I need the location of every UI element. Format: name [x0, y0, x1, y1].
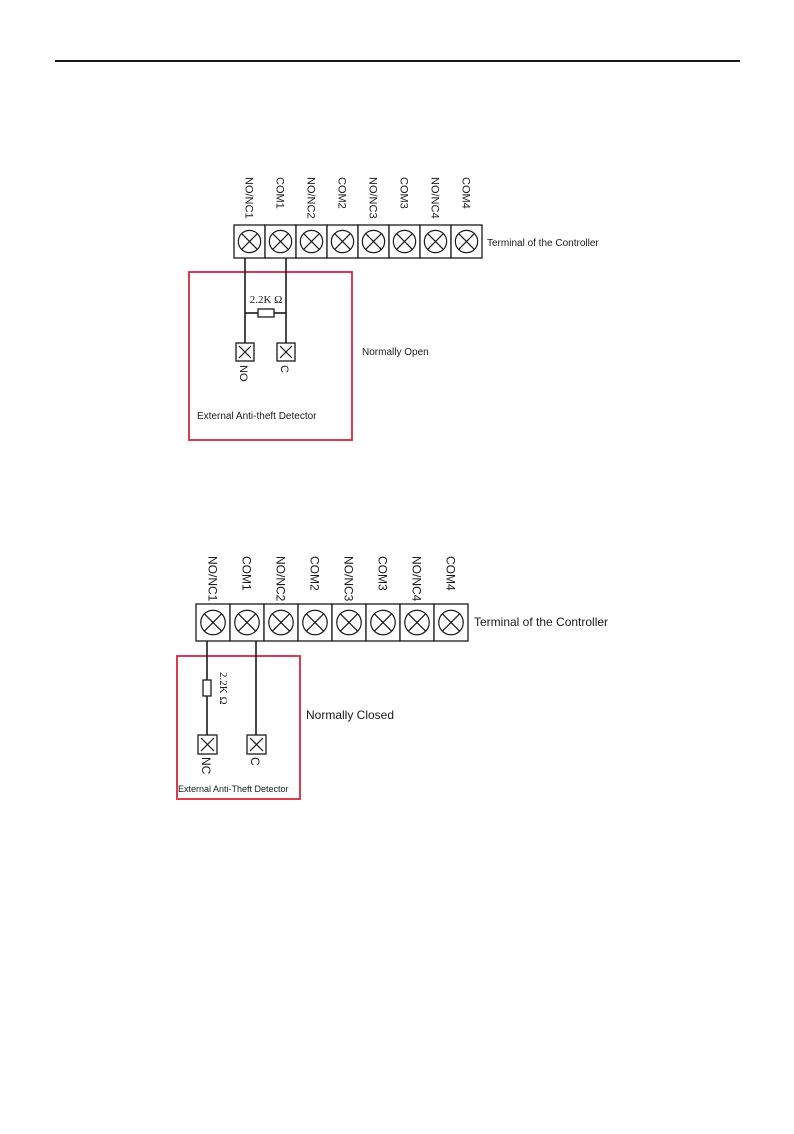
detector-terminal-label-nc: NC: [199, 757, 213, 775]
terminal-label: COM2: [307, 556, 321, 591]
terminal-com2: COM2: [327, 177, 358, 258]
diagram-normally-open: NO/NC1 COM1 NO/NC2 COM2 NO/NC3 COM3 NO/NC4 COM4…: [189, 177, 599, 440]
detector-terminal-c: [247, 735, 266, 754]
terminal-no-nc1: NO/NC1: [234, 177, 265, 258]
mode-label: Normally Closed: [306, 708, 394, 722]
resistor: [258, 309, 274, 317]
detector-terminal-label-c: C: [248, 757, 262, 766]
terminal-label: COM3: [397, 177, 409, 209]
diagram-normally-closed: NO/NC1 COM1 NO/NC2 COM2 NO/NC3 COM3 NO/NC4 COM4…: [177, 556, 608, 799]
terminal-label: NO/NC4: [409, 556, 423, 602]
terminal-no-nc3: NO/NC3: [332, 556, 366, 641]
terminal-no-nc3: NO/NC3: [358, 177, 389, 258]
terminal-no-nc2: NO/NC2: [296, 177, 327, 258]
terminal-label: COM3: [375, 556, 389, 591]
terminal-label: COM4: [459, 177, 471, 209]
detector-terminal-label-c: C: [278, 365, 290, 373]
terminal-label: NO/NC2: [304, 177, 316, 219]
terminal-no-nc2: NO/NC2: [264, 556, 298, 641]
terminal-com3: COM3: [366, 556, 400, 641]
detector-terminal-label-no: NO: [237, 365, 249, 382]
terminal-label: COM1: [239, 556, 253, 591]
resistor-label: 2.2K Ω: [250, 294, 283, 306]
terminal-label: COM1: [273, 177, 285, 209]
detector-label: External Anti-Theft Detector: [178, 784, 289, 794]
terminal-label: NO/NC3: [341, 556, 355, 602]
terminal-no-nc4: NO/NC4: [400, 556, 434, 641]
detector-terminal-c: [277, 343, 295, 361]
resistor-label: 2.2K Ω: [217, 672, 229, 705]
controller-terminal-block: NO/NC1 COM1 NO/NC2 COM2 NO/NC3 COM3 NO/NC4 COM4: [234, 177, 482, 258]
terminal-com1: COM1: [265, 177, 296, 258]
terminal-label: COM4: [443, 556, 457, 591]
controller-label: Terminal of the Controller: [474, 615, 608, 629]
detector-terminal-nc: [198, 735, 217, 754]
terminal-com1: COM1: [230, 556, 264, 641]
controller-terminal-block: NO/NC1 COM1 NO/NC2 COM2 NO/NC3 COM3 NO/NC4 COM4: [196, 556, 468, 641]
terminal-com2: COM2: [298, 556, 332, 641]
detector-label: External Anti-theft Detector: [197, 411, 317, 422]
terminal-label: NO/NC2: [273, 556, 287, 602]
resistor: [203, 680, 211, 696]
mode-label: Normally Open: [362, 347, 429, 358]
terminal-label: NO/NC4: [428, 177, 440, 219]
controller-label: Terminal of the Controller: [487, 238, 599, 249]
terminal-label: NO/NC1: [205, 556, 219, 602]
detector-outline: [177, 656, 300, 799]
detector-terminal-no: [236, 343, 254, 361]
terminal-no-nc1: NO/NC1: [196, 556, 230, 641]
terminal-label: NO/NC1: [242, 177, 254, 219]
terminal-no-nc4: NO/NC4: [420, 177, 451, 258]
terminal-label: NO/NC3: [366, 177, 378, 219]
terminal-com4: COM4: [434, 556, 468, 641]
terminal-label: COM2: [335, 177, 347, 209]
terminal-com3: COM3: [389, 177, 420, 258]
terminal-com4: COM4: [451, 177, 482, 258]
